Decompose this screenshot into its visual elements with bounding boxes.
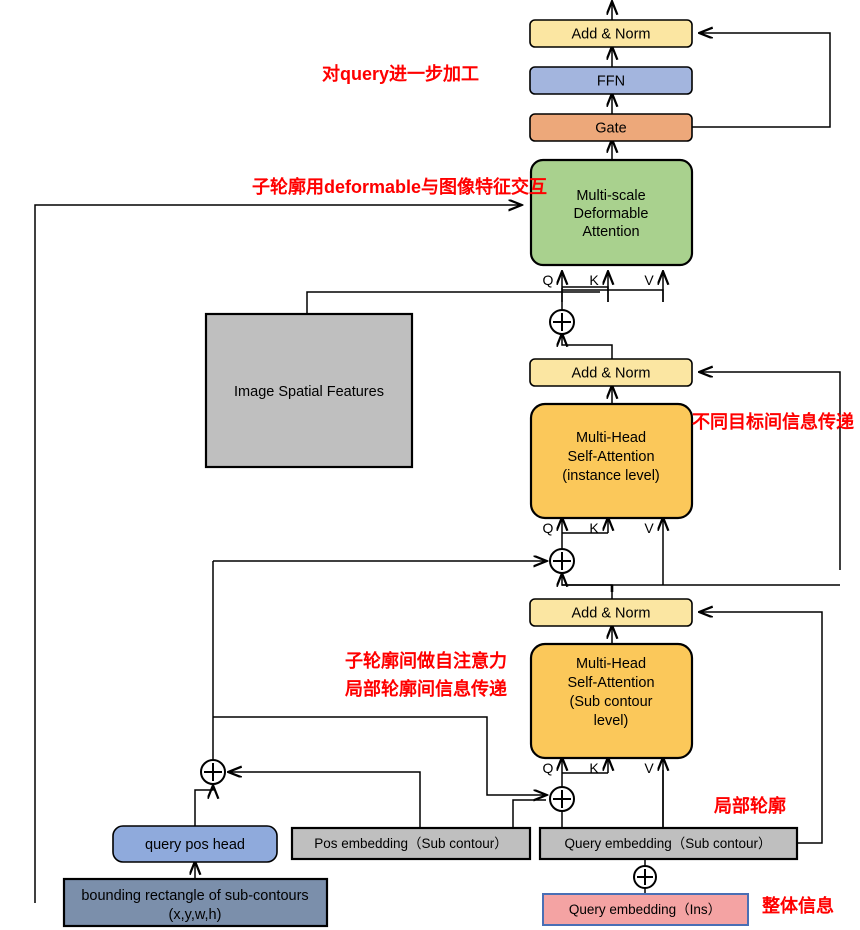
conn-bounding-to-deformable	[34, 205, 521, 903]
conn-left-branch-to-plus-low	[213, 716, 546, 795]
node-sa-instance-line2: Self-Attention	[567, 449, 654, 465]
qkv-label-v-deformable: V	[644, 272, 654, 288]
node-multiscale-deformable-attention[interactable]: Multi-scale Deformable Attention	[529, 158, 694, 267]
node-self-attention-subcontour[interactable]: Multi-Head Self-Attention (Sub contour l…	[529, 642, 694, 760]
node-query-embedding-ins[interactable]: Query embedding（Ins）	[542, 893, 749, 926]
conn-skip-gate-to-addnorm	[691, 33, 831, 128]
conn-skip-mid	[700, 372, 841, 570]
plus-node-mid	[549, 548, 575, 574]
node-add-norm-mid-label: Add & Norm	[572, 365, 651, 381]
node-pos-embedding-sub[interactable]: Pos embedding（Sub contour）	[290, 826, 532, 861]
node-add-norm-low[interactable]: Add & Norm	[529, 598, 693, 627]
conn-addnormmid-to-plus	[562, 334, 613, 360]
node-bounding-rect-line2: (x,y,w,h)	[169, 907, 222, 923]
note-query-refine: 对query进一步加工	[322, 63, 479, 84]
node-sa-instance-line3: (instance level)	[562, 468, 660, 484]
node-sa-sub-line2: Self-Attention	[567, 675, 654, 691]
node-image-spatial-features[interactable]: Image Spatial Features	[204, 312, 414, 469]
node-deformable-line1: Multi-scale	[576, 188, 645, 204]
node-query-embedding-ins-label: Query embedding（Ins）	[569, 902, 721, 917]
conn-image-features-bus	[306, 291, 600, 315]
node-deformable-line2: Deformable	[574, 206, 649, 222]
node-query-pos-head[interactable]: query pos head	[112, 825, 278, 863]
note-subcontour-line2: 局部轮廓间信息传递	[345, 678, 507, 699]
node-sa-sub-line1: Multi-Head	[576, 656, 646, 672]
qkv-label-k-deformable: K	[589, 272, 599, 288]
conn-querypos-to-plus	[194, 786, 213, 827]
conn-pos-embedding-to-plus	[229, 772, 421, 828]
node-bounding-rectangle[interactable]: bounding rectangle of sub-contours (x,y,…	[62, 877, 329, 928]
qkv-label-q-sub: Q	[543, 760, 554, 776]
qkv-label-q-deformable: Q	[543, 272, 554, 288]
conn-skip-low	[700, 612, 823, 844]
conn-addnormlow-to-plus	[562, 574, 613, 600]
qkv-label-q-instance: Q	[543, 520, 554, 536]
node-add-norm-mid[interactable]: Add & Norm	[529, 358, 693, 387]
qkv-label-v-sub: V	[644, 760, 654, 776]
qkv-label-k-sub: K	[589, 760, 599, 776]
node-sa-instance-line1: Multi-Head	[576, 430, 646, 446]
node-bounding-rect-line1: bounding rectangle of sub-contours	[81, 888, 308, 904]
node-add-norm-low-label: Add & Norm	[572, 605, 651, 621]
note-deformable-interact: 子轮廓用deformable与图像特征交互	[252, 176, 547, 197]
note-local-contour: 局部轮廓	[714, 795, 786, 816]
plus-node-low-left	[200, 759, 226, 785]
node-add-norm-top[interactable]: Add & Norm	[529, 19, 693, 48]
node-pos-embedding-sub-label: Pos embedding（Sub contour）	[314, 836, 508, 851]
node-query-embedding-sub[interactable]: Query embedding（Sub contour）	[538, 826, 799, 861]
note-subcontour-line1: 子轮廓间做自注意力	[345, 650, 507, 671]
plus-node-upper	[549, 309, 575, 335]
node-gate-label: Gate	[595, 120, 626, 136]
node-ffn[interactable]: FFN	[529, 66, 693, 95]
node-deformable-line3: Attention	[582, 224, 639, 240]
qkv-label-k-instance: K	[589, 520, 599, 536]
note-global-info: 整体信息	[761, 895, 834, 916]
node-sa-sub-line4: level)	[594, 713, 629, 729]
node-gate[interactable]: Gate	[529, 113, 693, 142]
node-ffn-label: FFN	[597, 73, 625, 89]
note-instance-transfer: 不同目标间信息传递	[692, 411, 854, 432]
plus-node-bottom	[633, 865, 657, 889]
node-sa-sub-line3: (Sub contour	[569, 694, 652, 710]
conn-pos-stub	[512, 799, 546, 828]
node-query-pos-head-label: query pos head	[145, 837, 245, 853]
qkv-label-v-instance: V	[644, 520, 654, 536]
node-query-embedding-sub-label: Query embedding（Sub contour）	[564, 836, 771, 851]
node-image-spatial-features-label: Image Spatial Features	[234, 384, 384, 400]
node-self-attention-instance[interactable]: Multi-Head Self-Attention (instance leve…	[529, 402, 694, 520]
node-add-norm-top-label: Add & Norm	[572, 26, 651, 42]
plus-node-low-right	[549, 786, 575, 812]
